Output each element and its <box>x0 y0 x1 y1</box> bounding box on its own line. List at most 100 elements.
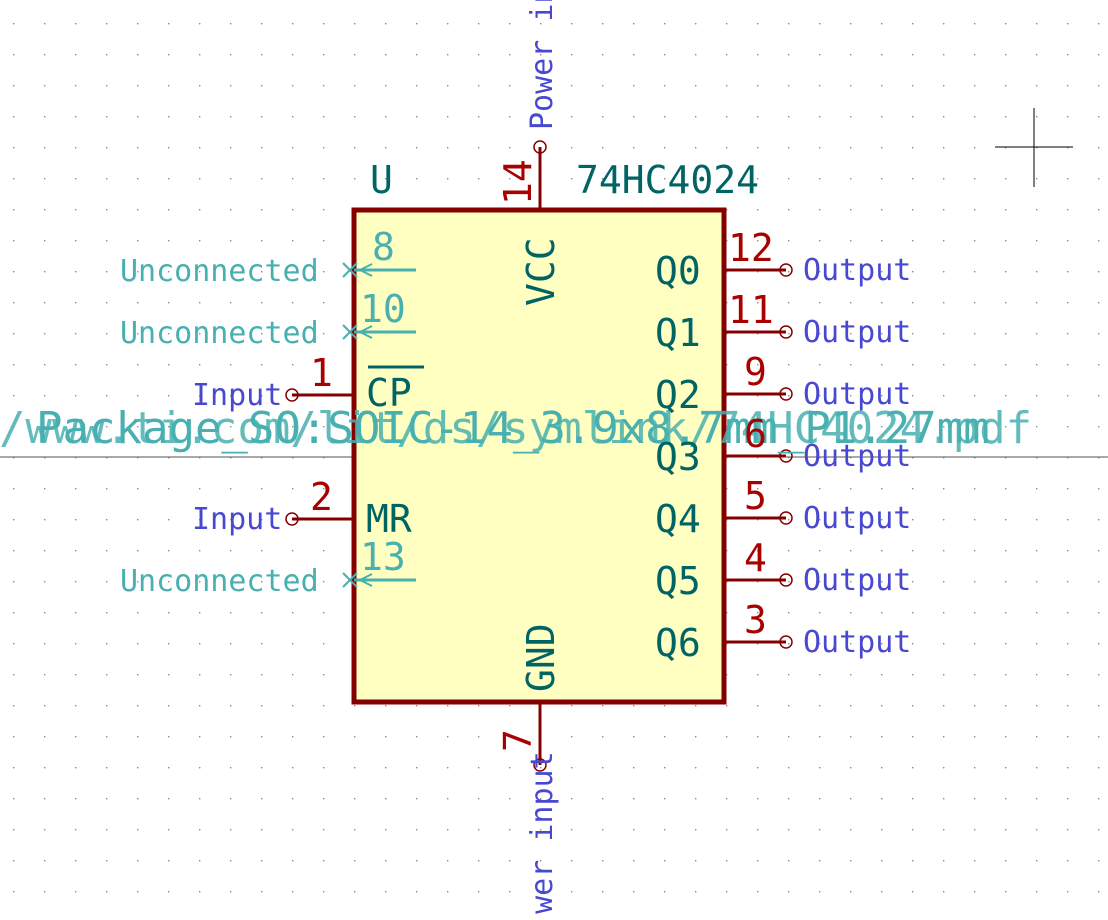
grid-dot <box>819 674 821 676</box>
grid-dot <box>726 612 728 614</box>
grid-dot <box>230 860 232 862</box>
grid-dot <box>850 705 852 707</box>
grid-dot <box>881 612 883 614</box>
pin-type-8: Unconnected <box>120 254 319 289</box>
grid-dot <box>447 23 449 25</box>
grid-dot <box>1005 612 1007 614</box>
footprint-field[interactable]: Package_SO:SOIC-14_3.9x8.7mm_P1.27mm <box>36 403 990 454</box>
grid-dot <box>757 364 759 366</box>
pin-end-2[interactable] <box>285 512 299 526</box>
grid-dot <box>137 54 139 56</box>
pin-end-5[interactable] <box>779 511 793 525</box>
grid-dot <box>261 426 263 428</box>
grid-dot <box>850 147 852 149</box>
pin-end-vcc[interactable] <box>533 140 547 154</box>
grid-dot <box>1067 488 1069 490</box>
grid-dot <box>540 798 542 800</box>
grid-dot <box>912 705 914 707</box>
grid-dot <box>44 271 46 273</box>
grid-dot <box>323 798 325 800</box>
grid-dot <box>509 798 511 800</box>
pin-type-1: Input <box>192 378 282 413</box>
grid-dot <box>819 426 821 428</box>
pin-end-6[interactable] <box>779 449 793 463</box>
pin-end-9[interactable] <box>779 387 793 401</box>
grid-dot <box>1098 333 1100 335</box>
grid-dot <box>13 85 15 87</box>
grid-dot <box>726 457 728 459</box>
grid-dot <box>323 736 325 738</box>
grid-dot <box>106 240 108 242</box>
grid-dot <box>137 798 139 800</box>
grid-dot <box>261 85 263 87</box>
grid-dot <box>1036 23 1038 25</box>
grid-dot <box>602 891 604 893</box>
grid-dot <box>199 488 201 490</box>
grid-dot <box>912 23 914 25</box>
grid-dot <box>292 178 294 180</box>
grid-dot <box>788 519 790 521</box>
grid-dot <box>1036 550 1038 552</box>
datasheet-field[interactable]: http://www.ti.com/lit/ds/symlink/74HC402… <box>0 403 1032 454</box>
grid-dot <box>819 519 821 521</box>
grid-dot <box>726 364 728 366</box>
grid-dot <box>230 674 232 676</box>
grid-dot <box>75 767 77 769</box>
grid-dot <box>881 519 883 521</box>
grid-dot <box>261 674 263 676</box>
grid-dot <box>447 147 449 149</box>
pin-type-gnd: Power input <box>525 751 560 915</box>
pin-number-3: 3 <box>744 598 767 642</box>
pin-end-gnd[interactable] <box>533 758 547 772</box>
grid-dot <box>819 147 821 149</box>
grid-dot <box>881 457 883 459</box>
grid-dot <box>912 519 914 521</box>
value-field[interactable]: 74HC4024 <box>576 158 759 202</box>
grid-dot <box>199 767 201 769</box>
grid-dot <box>13 829 15 831</box>
grid-dot <box>912 271 914 273</box>
grid-dot <box>44 302 46 304</box>
grid-dot <box>199 395 201 397</box>
pin-end-3[interactable] <box>779 635 793 649</box>
grid-dot <box>168 395 170 397</box>
pin-end-4[interactable] <box>779 573 793 587</box>
grid-dot <box>943 674 945 676</box>
grid-dot <box>1098 271 1100 273</box>
grid-dot <box>168 798 170 800</box>
grid-dot <box>323 674 325 676</box>
grid-dot <box>168 488 170 490</box>
grid-dot <box>230 23 232 25</box>
grid-dot <box>354 54 356 56</box>
grid-dot <box>943 178 945 180</box>
grid-dot <box>757 488 759 490</box>
grid-dot <box>261 364 263 366</box>
grid-dot <box>850 612 852 614</box>
grid-dot <box>1036 891 1038 893</box>
grid-dot <box>819 457 821 459</box>
grid-dot <box>912 488 914 490</box>
grid-dot <box>292 829 294 831</box>
grid-dot <box>1036 674 1038 676</box>
pin-end-11[interactable] <box>779 325 793 339</box>
reference-field[interactable]: U <box>370 158 393 202</box>
pin-end-12[interactable] <box>779 263 793 277</box>
grid-dot <box>230 116 232 118</box>
pin-type-4: Output <box>803 563 911 598</box>
grid-dot <box>199 178 201 180</box>
grid-dot <box>199 54 201 56</box>
pin-end-1[interactable] <box>285 388 299 402</box>
grid-dot <box>1005 178 1007 180</box>
grid-dot <box>881 178 883 180</box>
grid-dot <box>354 860 356 862</box>
grid-dot <box>819 829 821 831</box>
grid-dot <box>106 767 108 769</box>
grid-dot <box>106 488 108 490</box>
grid-dot <box>726 767 728 769</box>
grid-dot <box>850 767 852 769</box>
grid-dot <box>137 457 139 459</box>
grid-dot <box>788 798 790 800</box>
grid-dot <box>943 426 945 428</box>
